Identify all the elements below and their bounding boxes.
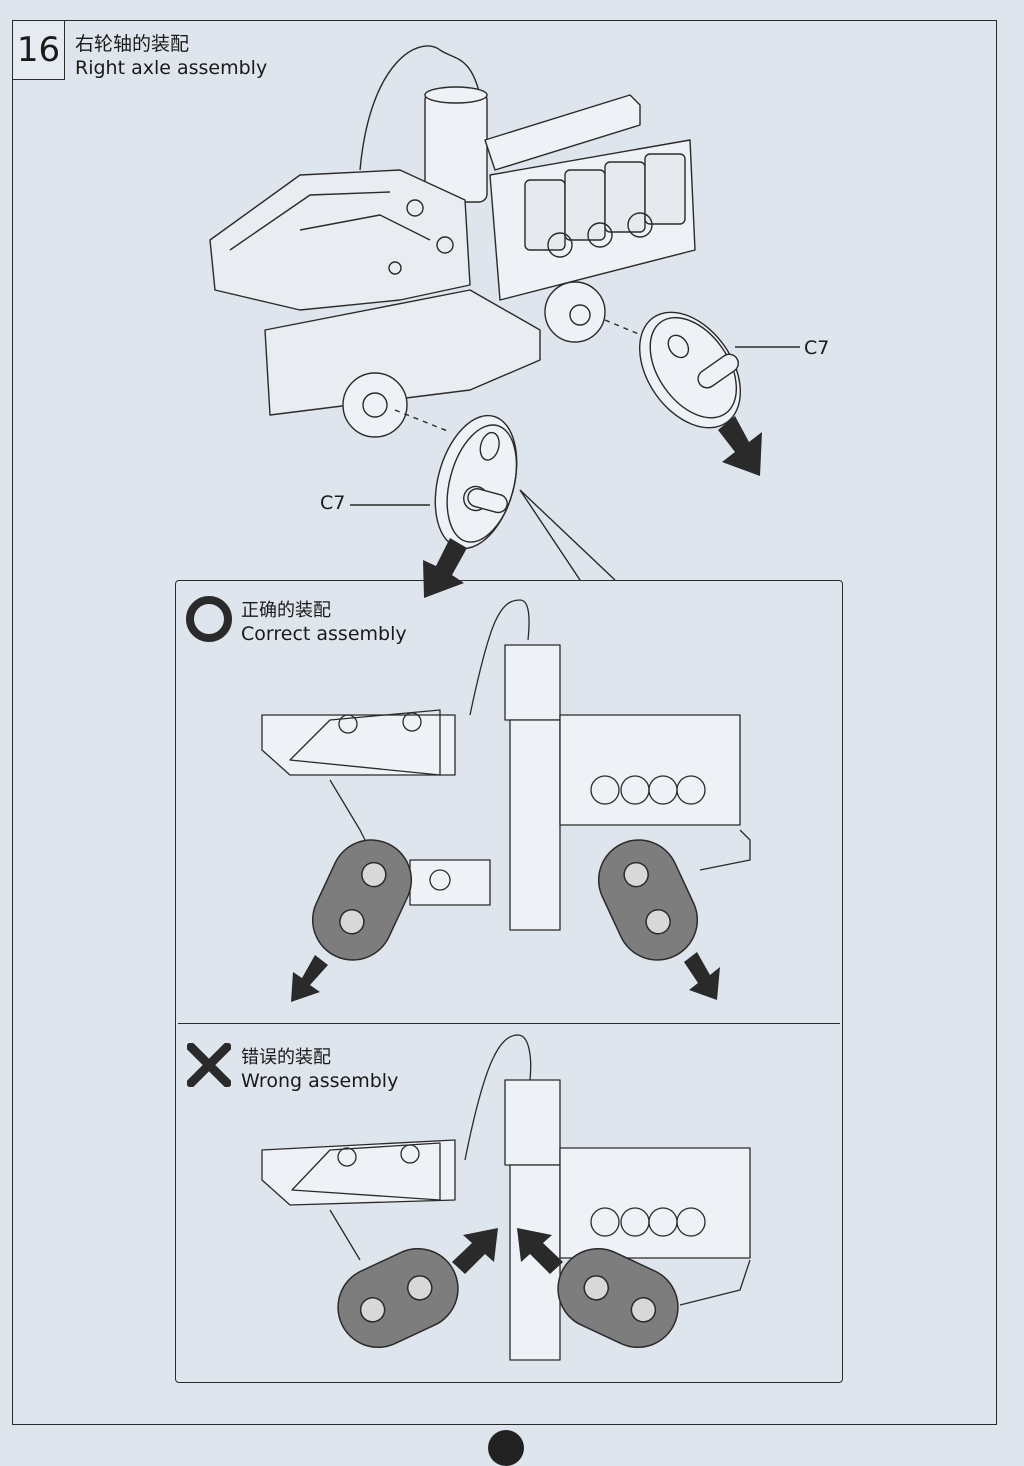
- correct-label-en: Correct assembly: [241, 623, 407, 645]
- step-title-en: Right axle assembly: [75, 57, 268, 79]
- part-label-c7-left: C7: [320, 492, 346, 514]
- arrow-icon: [291, 952, 720, 1002]
- panel-divider: [178, 1023, 840, 1024]
- page-frame: [12, 20, 997, 1425]
- wrong-label-cn: 错误的装配: [241, 1047, 331, 1068]
- arrow-icon: [423, 416, 762, 598]
- correct-circle-icon: [186, 596, 232, 642]
- comparison-panel: [175, 580, 843, 1383]
- page-number-tab: [488, 1430, 524, 1466]
- part-label-c7-right: C7: [804, 337, 830, 359]
- arrow-icon: [452, 1228, 563, 1274]
- wrong-label-en: Wrong assembly: [241, 1070, 399, 1092]
- wrong-cross-icon: [187, 1043, 231, 1087]
- step-number: 16: [12, 20, 65, 80]
- step-title-cn: 右轮轴的装配: [75, 33, 190, 55]
- correct-label-cn: 正确的装配: [241, 600, 331, 621]
